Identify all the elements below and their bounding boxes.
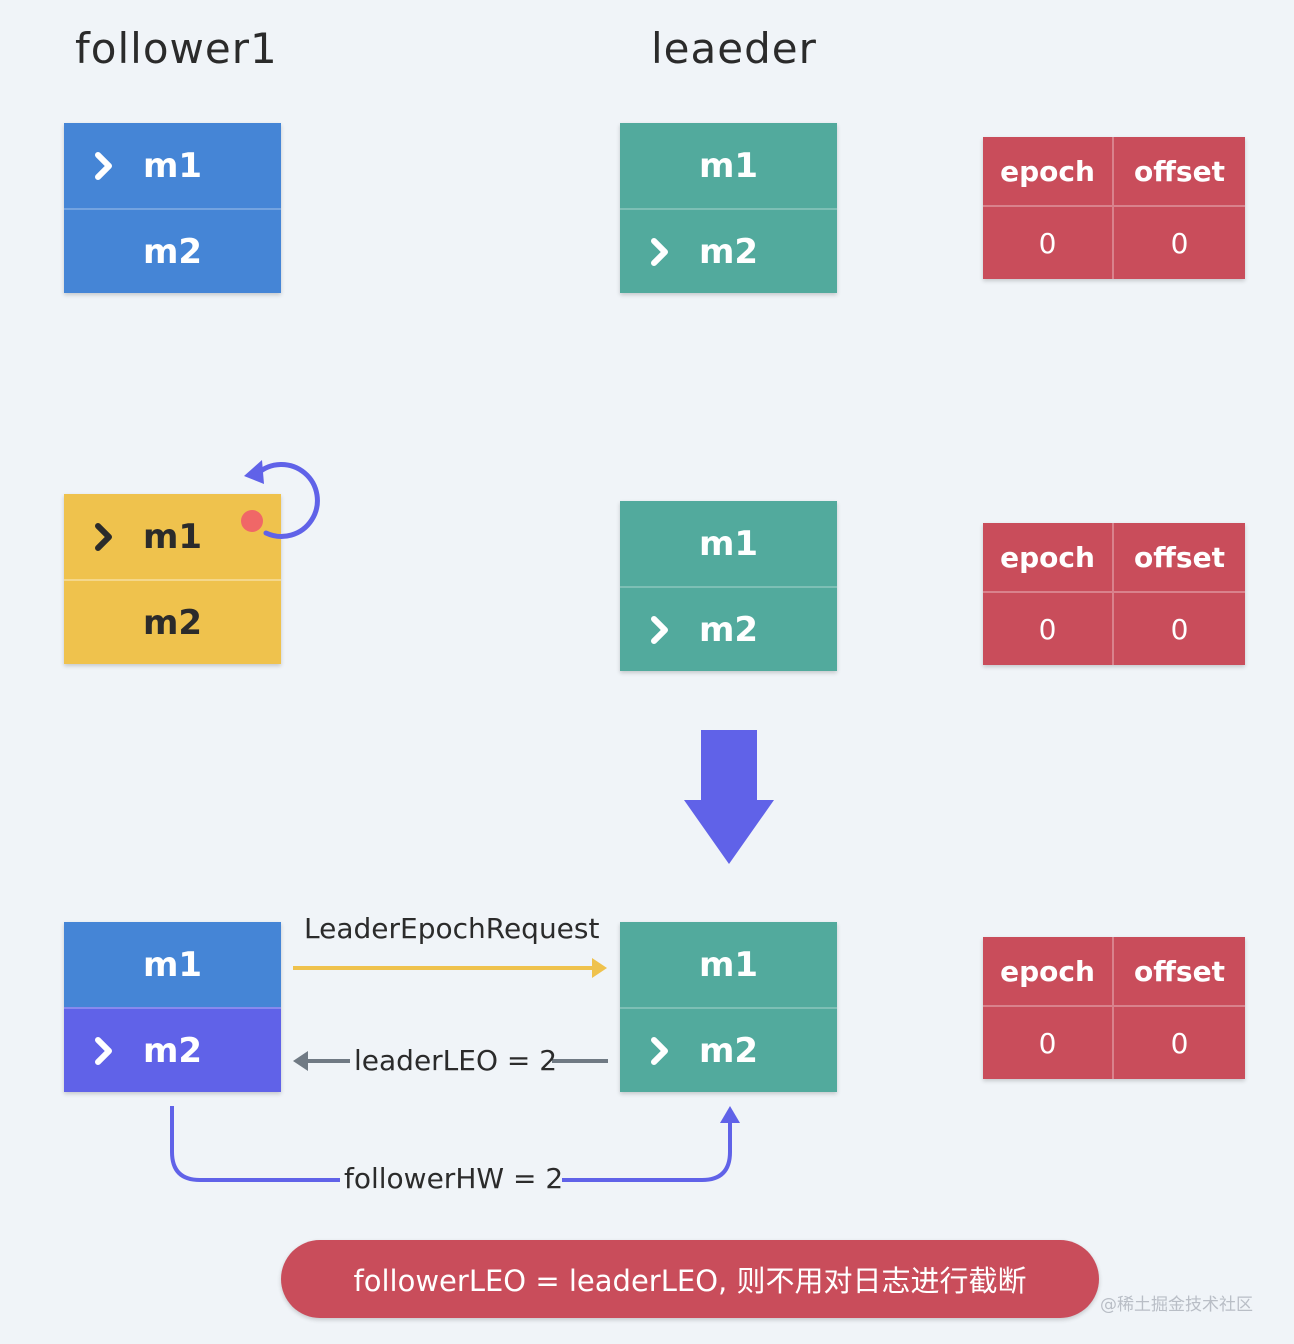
marker-dot xyxy=(241,510,263,532)
leader-log-row3: m1 m2 xyxy=(620,922,837,1092)
log-entry-label: m2 xyxy=(698,231,759,272)
log-entry-label: m2 xyxy=(698,609,759,650)
epoch-value: 0 xyxy=(983,1007,1114,1079)
offset-header: offset xyxy=(1114,937,1245,1007)
follower-log-row2: m1 m2 xyxy=(64,494,281,664)
log-entry-label: m1 xyxy=(142,516,203,557)
log-entry-label: m2 xyxy=(698,1030,759,1071)
follower-log-row1: m1 m2 xyxy=(64,123,281,293)
offset-value: 0 xyxy=(1170,1026,1189,1060)
down-arrow-icon xyxy=(684,730,774,864)
pointer-icon xyxy=(95,1036,112,1065)
response-arrow xyxy=(293,1051,608,1071)
leader-leo-label: leaderLEO = 2 xyxy=(354,1044,558,1077)
leader-log-row2: m1 m2 xyxy=(620,501,837,671)
log-entry: m2 xyxy=(64,208,281,293)
log-entry-label: m1 xyxy=(142,145,203,186)
follower-log-row3: m1 m2 xyxy=(64,922,281,1092)
watermark: @稀土掘金技术社区 xyxy=(1100,1295,1253,1315)
epoch-table-row3: epoch offset 0 0 xyxy=(983,937,1245,1079)
pointer-icon xyxy=(95,522,112,551)
retry-icon xyxy=(244,460,320,539)
leader-log-row1: m1 m2 xyxy=(620,123,837,293)
log-entry: m2 xyxy=(620,586,837,671)
hw-arrow xyxy=(170,1106,740,1182)
leader-title: leaeder xyxy=(651,24,817,73)
log-entry: m1 xyxy=(620,501,837,586)
conclusion-text: followerLEO = leaderLEO, 则不用对日志进行截断 xyxy=(353,1264,1027,1298)
log-entry-label: m2 xyxy=(142,1030,203,1071)
follower-hw-label: followerHW = 2 xyxy=(344,1162,564,1195)
log-entry-label: m1 xyxy=(698,523,759,564)
log-entry-label: m1 xyxy=(142,944,203,985)
log-entry: m2 xyxy=(620,1007,837,1092)
log-entry: m1 xyxy=(64,922,281,1007)
log-entry: m2 xyxy=(64,579,281,664)
follower-title: follower1 xyxy=(75,24,278,73)
pointer-icon xyxy=(651,237,668,266)
epoch-value: 0 xyxy=(983,593,1114,665)
log-entry: m2 xyxy=(620,208,837,293)
log-entry-new: m2 xyxy=(64,1007,281,1092)
epoch-table-row1: epoch offset 0 0 xyxy=(983,137,1245,279)
log-entry: m1 xyxy=(64,494,281,579)
log-entry-label: m1 xyxy=(698,944,759,985)
pointer-icon xyxy=(651,1036,668,1065)
epoch-header: epoch xyxy=(983,937,1114,1007)
offset-header: offset xyxy=(1114,523,1245,593)
request-label: LeaderEpochRequest xyxy=(304,912,600,945)
conclusion-banner: followerLEO = leaderLEO, 则不用对日志进行截断 xyxy=(281,1240,1099,1318)
log-entry-label: m2 xyxy=(142,602,203,643)
offset-value: 0 xyxy=(1170,612,1189,646)
log-entry: m1 xyxy=(620,922,837,1007)
pointer-icon xyxy=(95,151,112,180)
log-entry-label: m2 xyxy=(142,231,203,272)
epoch-header: epoch xyxy=(983,137,1114,207)
request-arrow xyxy=(293,958,607,978)
offset-header: offset xyxy=(1114,137,1245,207)
log-entry: m1 xyxy=(64,123,281,208)
epoch-header: epoch xyxy=(983,523,1114,593)
epoch-table-row2: epoch offset 0 0 xyxy=(983,523,1245,665)
log-entry: m1 xyxy=(620,123,837,208)
log-entry-label: m1 xyxy=(698,145,759,186)
pointer-icon xyxy=(651,615,668,644)
epoch-value: 0 xyxy=(983,207,1114,279)
offset-value: 0 xyxy=(1170,226,1189,260)
